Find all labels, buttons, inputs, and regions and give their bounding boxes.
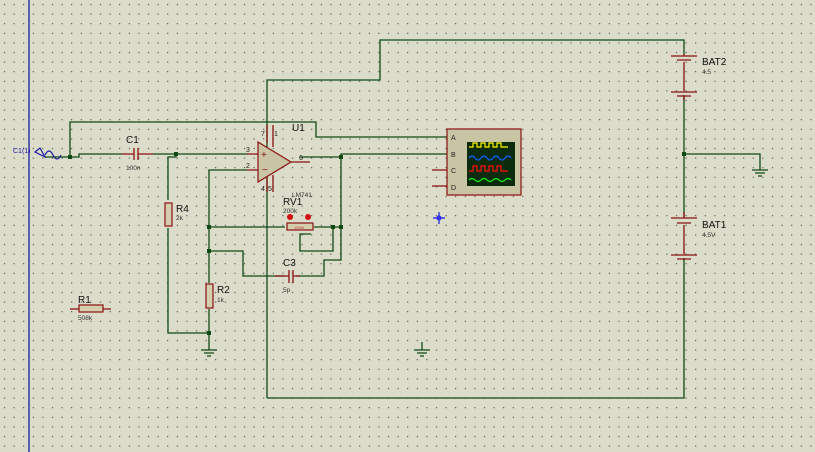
rv1-setting: 100% [294, 225, 305, 230]
r1-name: R1 [78, 295, 91, 306]
rv1-value: 200k [283, 208, 298, 215]
opamp-u1[interactable]: + − 3 2 6 7 1 4 5 U1 LM741 [246, 123, 312, 199]
c1-value: 100n [126, 165, 141, 172]
source-label: C1(1) [13, 148, 31, 155]
ground-icon [414, 342, 430, 357]
svg-text:−: − [262, 165, 268, 176]
r4-value: 2k [176, 215, 184, 222]
r2-value: 1k [217, 297, 225, 304]
r2-name: R2 [217, 285, 230, 296]
u1-name: U1 [292, 123, 305, 134]
scope-channel-b: B [451, 152, 456, 159]
pin-1: 1 [274, 131, 278, 138]
c3-name: C3 [283, 258, 296, 269]
pin-5: 5 [268, 186, 272, 193]
c3-value: 5p [283, 287, 291, 294]
bat1-name: BAT1 [702, 220, 727, 231]
ground-icon [752, 169, 768, 177]
resistor-r2[interactable]: R2 1k [205, 283, 230, 309]
oscilloscope[interactable]: A B C D [432, 128, 522, 196]
bat2-name: BAT2 [702, 57, 727, 68]
svg-text:+: + [261, 150, 267, 161]
junctions [68, 152, 686, 335]
ac-source[interactable]: C1(1) [13, 147, 62, 160]
bat2-value: 4.5 [702, 69, 711, 76]
r1-value: 508k [78, 315, 93, 322]
r4-name: R4 [176, 204, 189, 215]
ground-icon [201, 345, 217, 357]
capacitor-c1[interactable]: C1 100n [122, 135, 153, 172]
pin-2: 2 [246, 163, 250, 170]
scope-channel-a: A [451, 135, 456, 142]
pin-6: 6 [299, 155, 303, 162]
pin-4: 4 [261, 186, 265, 193]
pin-7: 7 [261, 131, 265, 138]
scope-channel-c: C [451, 168, 456, 175]
battery-bat1[interactable]: BAT1 4.5V [671, 212, 727, 260]
battery-bat2[interactable]: BAT2 4.5 [671, 54, 727, 100]
pin-3: 3 [246, 147, 250, 154]
resistor-r4[interactable]: R4 2k [164, 202, 189, 227]
bat1-value: 4.5V [702, 232, 716, 239]
rv1-increase-button[interactable] [305, 214, 311, 220]
crosshair-cursor-icon [433, 212, 445, 224]
c1-name: C1 [126, 135, 139, 146]
resistor-r1[interactable]: R1 508k [70, 295, 111, 322]
potentiometer-rv1[interactable]: 100% RV1 200k [283, 197, 314, 231]
rv1-name: RV1 [283, 197, 303, 208]
scope-channel-d: D [451, 185, 456, 192]
capacitor-c3[interactable]: C3 5p [275, 258, 300, 294]
u1-part: LM741 [292, 192, 312, 199]
rv1-decrease-button[interactable] [287, 214, 293, 220]
